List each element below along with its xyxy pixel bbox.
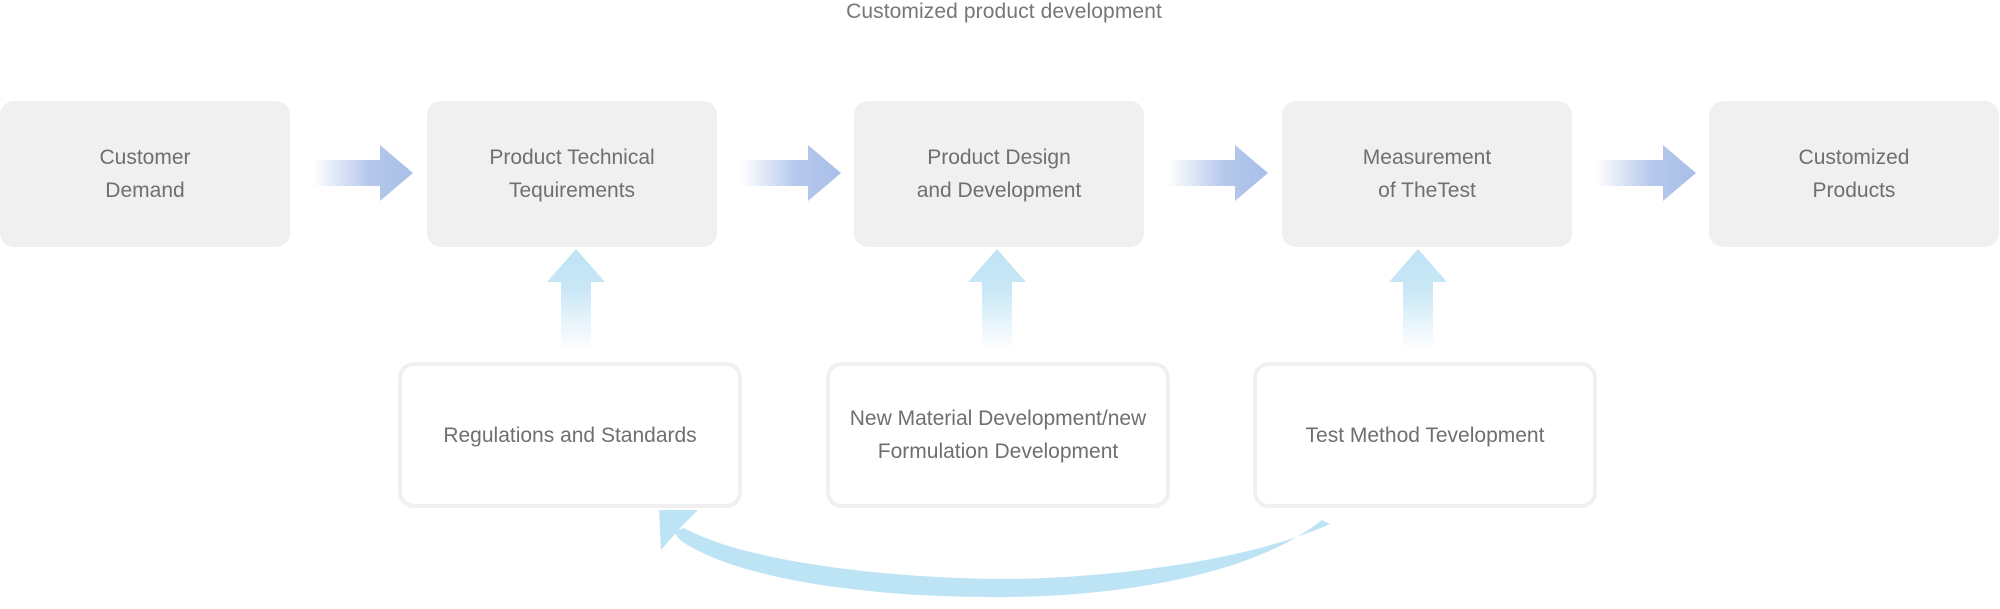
flow-arrow-2 <box>741 145 841 201</box>
diagram-title: Customized product development <box>846 0 1162 23</box>
up-arrow-2 <box>968 249 1026 350</box>
feedback-arrow <box>659 510 1330 598</box>
stage-design-development: Product Design and Development <box>854 101 1144 247</box>
flow-arrow-1 <box>313 145 413 201</box>
stage-label: Product Technical Tequirements <box>489 146 655 202</box>
flow-arrow-4 <box>1596 145 1696 201</box>
up-arrow-1 <box>547 249 605 350</box>
stage-customer-demand: Customer Demand <box>0 101 290 247</box>
stage-label: Customized Products <box>1798 146 1910 202</box>
stage-label: Measurement of TheTest <box>1362 146 1492 202</box>
up-arrow-3 <box>1389 249 1447 350</box>
input-label: New Material Development/new Formulation… <box>849 407 1147 463</box>
input-label: Test Method Tevelopment <box>1305 423 1545 447</box>
stage-customized-products: Customized Products <box>1709 101 1999 247</box>
input-regulations-standards: Regulations and Standards <box>398 362 742 508</box>
stage-label: Customer Demand <box>99 146 191 202</box>
stage-technical-requirements: Product Technical Tequirements <box>427 101 717 247</box>
input-label: Regulations and Standards <box>443 423 697 447</box>
input-new-material-formulation: New Material Development/new Formulation… <box>826 362 1170 508</box>
stage-measurement-test: Measurement of TheTest <box>1282 101 1572 247</box>
stage-label: Product Design and Development <box>916 146 1082 202</box>
flow-arrow-3 <box>1168 145 1268 201</box>
input-test-method: Test Method Tevelopment <box>1253 362 1597 508</box>
